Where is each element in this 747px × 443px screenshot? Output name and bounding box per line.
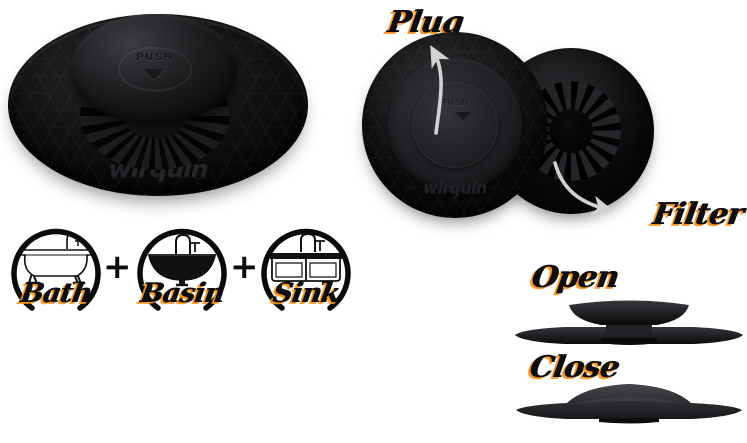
push-label: PUSH bbox=[136, 51, 174, 63]
push-cap: PUSH bbox=[70, 14, 238, 124]
use-case-basin: Basin bbox=[132, 216, 232, 320]
main-product-image: wirquin PUSH bbox=[8, 6, 308, 206]
plus-separator: + bbox=[103, 247, 132, 287]
state-label-open: Open bbox=[529, 260, 621, 295]
push-label: PUSH bbox=[440, 98, 470, 107]
use-case-label: Sink bbox=[270, 278, 342, 309]
exploded-parts-group: PUSH wirquin bbox=[362, 18, 742, 228]
circle-ring bbox=[137, 228, 227, 311]
filter-center-hub bbox=[549, 109, 593, 153]
open-close-states-group: Open Close bbox=[505, 258, 747, 443]
callout-label-filter: Filter bbox=[650, 197, 746, 232]
use-case-icons-group: Bath + Basin + bbox=[4, 216, 354, 326]
stopper-closed-profile-icon bbox=[516, 384, 742, 424]
kitchen-sink-icon bbox=[270, 232, 342, 285]
plug-part-disc: PUSH wirquin bbox=[362, 32, 548, 218]
circle-ring bbox=[11, 228, 101, 311]
stopper-open-profile-icon bbox=[515, 300, 743, 345]
use-case-label: Bath bbox=[18, 278, 94, 309]
use-case-label: Basin bbox=[138, 278, 226, 309]
washbasin-icon bbox=[148, 233, 216, 287]
use-case-sink: Sink bbox=[256, 216, 356, 320]
bathtub-icon bbox=[19, 234, 93, 285]
down-triangle-icon bbox=[143, 69, 165, 80]
circle-ring bbox=[261, 228, 351, 311]
brand-emboss: wirquin bbox=[423, 178, 487, 197]
push-cap bbox=[412, 82, 498, 168]
use-case-bath: Bath bbox=[6, 216, 106, 320]
plus-separator: + bbox=[230, 247, 259, 287]
down-triangle-icon bbox=[455, 112, 471, 120]
